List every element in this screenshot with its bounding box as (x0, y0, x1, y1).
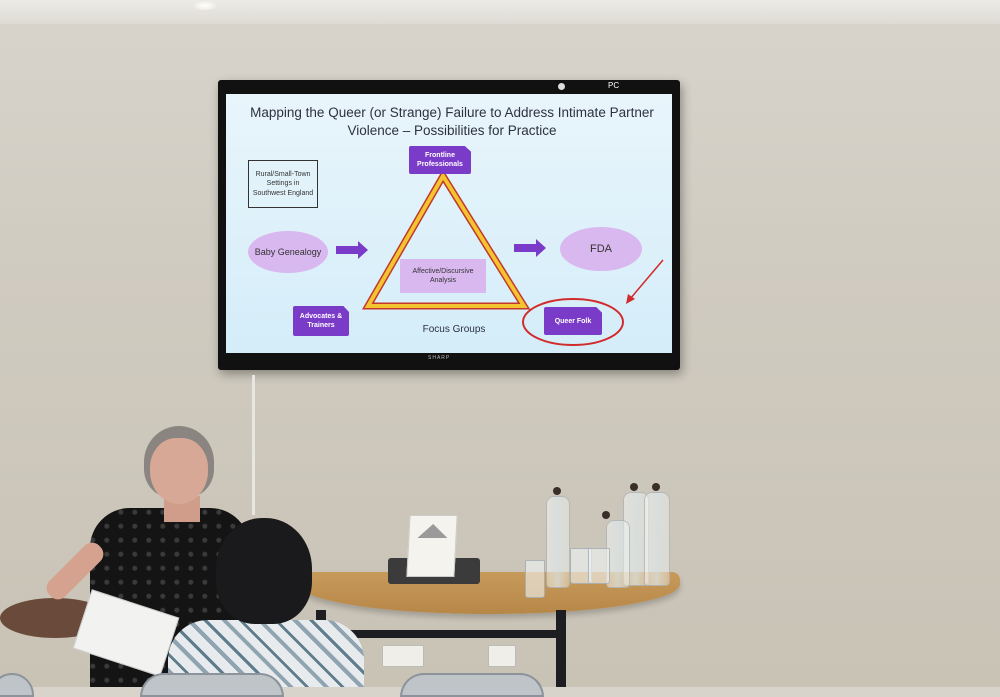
chair-back (400, 673, 544, 697)
queer-folk-tag: Queer Folk (544, 307, 602, 335)
drinking-glass (525, 560, 545, 598)
bottle-cap (630, 483, 638, 491)
highlight-arrowhead-icon (626, 294, 635, 304)
tv-monitor: PC Mapping the Queer (or Strange) Failur… (218, 80, 680, 370)
arrow-right-icon (514, 239, 546, 257)
highlight-circle (522, 298, 624, 346)
slide: Mapping the Queer (or Strange) Failure t… (226, 94, 672, 353)
focus-groups-label: Focus Groups (422, 324, 486, 335)
chair-back (140, 673, 284, 697)
wall-socket (488, 645, 516, 667)
frontline-professionals-tag: Frontline Professionals (409, 146, 471, 174)
arrow-left-icon (336, 241, 368, 259)
highlight-arrow-icon (629, 259, 664, 300)
tv-status-bar: PC (218, 80, 680, 94)
slide-graphics (336, 169, 664, 346)
tv-brand-logo: SHARP (428, 355, 451, 361)
info-card (406, 515, 458, 577)
advocates-trainers-tag: Advocates & Trainers (293, 306, 349, 336)
tv-cable (252, 375, 255, 515)
triangle-inner (364, 172, 528, 308)
bottle-cap (652, 483, 660, 491)
status-dot-icon (558, 83, 565, 90)
wall-socket (382, 645, 424, 667)
chair-back (0, 673, 34, 697)
drinking-glass (588, 548, 610, 584)
slide-title: Mapping the Queer (or Strange) Failure t… (250, 105, 654, 138)
water-bottle (546, 496, 570, 588)
speaker-face (150, 438, 208, 504)
audience-member-head (216, 518, 312, 624)
table-leg (556, 610, 566, 687)
bottle-cap (602, 511, 610, 519)
rural-settings-box: Rural/Small-Town Settings in Southwest E… (248, 160, 318, 208)
ceiling-light (194, 1, 216, 10)
table-crossbar (316, 630, 566, 638)
baby-genealogy-ellipse: Baby Genealogy (248, 231, 328, 273)
water-bottle (644, 492, 670, 586)
water-bottle (606, 520, 630, 588)
bottle-cap (553, 487, 561, 495)
fda-ellipse: FDA (560, 227, 642, 271)
ceiling (0, 0, 1000, 24)
tv-input-label: PC (608, 81, 620, 90)
analysis-box: Affective/Discursive Analysis (400, 259, 486, 293)
